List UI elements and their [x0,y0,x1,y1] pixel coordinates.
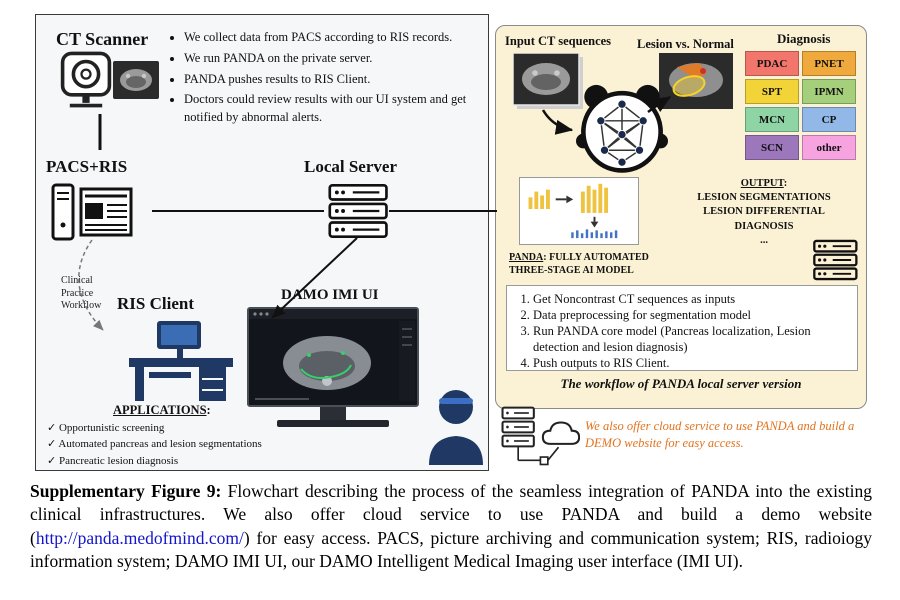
diagnosis-cell-label: IPMN [814,85,844,98]
diagnosis-cell: SPT [745,79,799,104]
application-item-text: Pancreatic lesion diagnosis [58,454,179,467]
workflow-steps-box: Get Noncontrast CT sequences as inputs D… [506,285,858,371]
output-title-colon: : [783,178,788,189]
pacs-ris-label: PACS+RIS [46,157,128,176]
application-item: ✓ Pancreatic lesion diagnosis [47,454,262,469]
ct-viewer-image [249,309,417,401]
diagnosis-cell-label: other [816,141,842,154]
damo-imi-ui-label: DAMO IMI UI [281,287,379,303]
damo-monitor [247,307,419,427]
panda-model-caption-title: PANDA [509,252,544,263]
ct-thumbnail-image [113,61,159,99]
stage-chart-icon [528,183,618,239]
workflow-step: Get Noncontrast CT sequences as inputs [533,291,857,307]
diagnosis-cell-label: PDAC [756,57,788,70]
output-line: DIAGNOSIS [734,220,794,232]
panda-workflow-panel: Input CT sequences Lesion vs. Normal Dia… [495,25,867,409]
output-block: OUTPUT: LESION SEGMENTATIONS LESION DIFF… [694,177,834,248]
panda-model-caption: PANDA: FULLY AUTOMATED THREE-STAGE AI MO… [509,251,684,277]
panda-website-link[interactable]: http://panda.medofmind.com/ [35,527,244,548]
panda-model-caption-rest: : FULLY AUTOMATED THREE-STAGE AI MODEL [509,252,649,276]
monitor-base [277,420,389,427]
ct-scanner-label: CT Scanner [56,29,149,49]
lesion-vs-normal-label: Lesion vs. Normal [637,37,734,51]
output-line: LESION SEGMENTATIONS [697,192,831,204]
input-ct-image [513,53,583,109]
diagnosis-cell: SCN [745,135,799,160]
figure-caption: Supplementary Figure 9: Flowchart descri… [30,480,872,573]
output-title-text: OUTPUT [740,178,784,189]
figure-caption-text: Flowchart describing the process of the … [30,481,873,548]
check-icon: ✓ [47,454,57,467]
application-item-text: Opportunistic screening [58,422,165,434]
diagnosis-label: Diagnosis [777,31,831,46]
diagnosis-cell: MCN [745,107,799,132]
output-line: ... [760,234,768,246]
applications-title-colon: : [206,403,211,417]
panda-network-icon [576,84,668,173]
diagnosis-cell-label: SPT [761,85,783,98]
damo-screen [247,307,419,407]
diagnosis-cell: CP [802,107,856,132]
input-ct-label: Input CT sequences [505,34,612,48]
workflow-step: Push outputs to RIS Client. [533,355,857,371]
bullet-item: We collect data from PACS according to R… [184,29,487,47]
workflow-step: Data preprocessing for segmentation mode… [533,307,857,323]
application-item-text: Automated pancreas and lesion segmentati… [58,438,262,451]
figure-caption-label: Supplementary Figure 9: [30,481,228,501]
doctor-person-icon [429,390,483,465]
cloud-service-note: We also offer cloud service to use PANDA… [585,419,855,450]
ris-client-icon [129,321,233,401]
bullet-item: Doctors could review results with our UI… [184,91,487,127]
output-line: LESION DIFFERENTIAL [703,206,825,218]
check-icon: ✓ [47,422,57,434]
diagnosis-cell-label: MCN [758,113,786,126]
application-item: ✓ Automated pancreas and lesion segmenta… [47,437,262,452]
ris-client-label: RIS Client [117,294,194,313]
local-server-icon [328,183,388,239]
local-server-label: Local Server [304,157,397,176]
diagnosis-cell-label: PNET [814,57,844,70]
pacs-ris-icon [51,183,133,241]
application-item: ✓ Opportunistic screening [47,421,262,436]
diagnosis-cell-label: CP [821,113,837,126]
figure-caption-separator: : [215,481,228,501]
diagnosis-cell: PDAC [745,51,799,76]
applications-title: APPLICATIONS: [113,403,211,418]
applications-title-text: APPLICATIONS [113,403,207,417]
diagnosis-cell: other [802,135,856,160]
ct-scanner-icon [60,51,112,108]
diagnosis-cell-label: SCN [760,141,783,154]
workflow-caption: The workflow of PANDA local server versi… [560,376,802,391]
bullet-item: PANDA pushes results to RIS Client. [184,71,487,89]
process-bullet-list: We collect data from PACS according to R… [169,29,487,130]
bullet-item: We run PANDA on the private server. [184,50,487,68]
server-icon [813,239,858,281]
clinical-integration-panel: CT Scanner We collect data from PACS acc… [35,14,489,471]
output-title: OUTPUT: [694,177,834,191]
lesion-ct-image [659,53,733,109]
applications-list: ✓ Opportunistic screening ✓ Automated pa… [47,421,262,470]
diagnosis-cell: PNET [802,51,856,76]
figure-caption-text: ) for easy access. PACS, picture archivi… [30,527,872,571]
diagnosis-cell: IPMN [802,79,856,104]
three-stage-chart-box [519,177,639,245]
clinical-workflow-label: Clinical Practice Workflow [61,275,102,311]
figure-caption-label-text: Supplementary Figure 9 [30,481,216,501]
check-icon: ✓ [47,438,57,451]
workflow-step: Run PANDA core model (Pancreas localizat… [533,323,857,355]
cloud-server-icon [501,406,580,466]
monitor-stand [320,407,346,420]
diagnosis-grid: PDAC PNET SPT IPMN MCN CP SCN other [745,51,856,160]
